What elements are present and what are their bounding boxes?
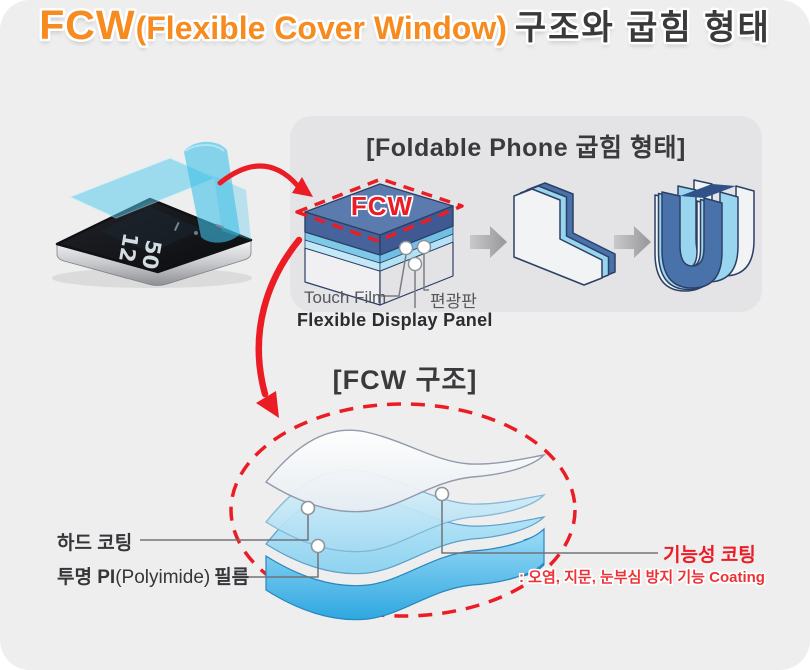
- label-functional-desc: : 오염, 지문, 눈부심 방지 기능 Coating: [519, 569, 765, 586]
- phone-screen-glare: [100, 207, 202, 253]
- pi-slab-front: [265, 527, 545, 621]
- phone-status-tick: [173, 221, 180, 231]
- protective-film-sheet: [69, 157, 217, 219]
- label-polarizer: 편광판: [430, 292, 477, 311]
- wavy-layer-stack: [264, 429, 547, 621]
- functional-coating-sheet: [264, 429, 547, 513]
- film-curl-highlight: [185, 144, 225, 152]
- film-on-screen: [214, 176, 251, 240]
- phone-status-dot: [194, 231, 198, 235]
- title-rest: 구조와 굽힘 형태: [514, 9, 771, 47]
- label-flexible-display-panel: Flexible Display Panel: [297, 310, 493, 330]
- label-pi-film-paren: (Polyimide): [115, 567, 211, 588]
- title-fcw: FCW: [39, 2, 136, 48]
- hard-coating-sheet: [265, 469, 546, 553]
- label-hard-coating: 하드 코팅: [57, 533, 133, 554]
- phone-screen: [55, 197, 253, 274]
- phone-shadow: [52, 268, 252, 288]
- phone-notification-light: [215, 223, 225, 229]
- title-paren: (Flexible Cover Window): [135, 10, 507, 46]
- label-pi-film: 투명 PI(Polyimide)필름: [57, 562, 249, 589]
- phone-illustration: 12 50: [52, 141, 253, 288]
- protective-film-curl: [184, 141, 240, 243]
- phone-clock-hour: 12: [114, 231, 143, 264]
- fcw-badge: FCW: [350, 191, 414, 221]
- label-pi-film-bold: 투명 PI: [57, 567, 116, 588]
- structure-callout-points: [300, 486, 450, 554]
- structure-heading: [FCW 구조]: [332, 365, 478, 395]
- fold-panel-heading: [Foldable Phone 굽힘 형태]: [366, 134, 686, 162]
- phone-clock-minute: 50: [137, 238, 166, 271]
- page-title: FCW(Flexible Cover Window)구조와 굽힘 형태: [0, 0, 810, 49]
- pi-slab-top: [265, 491, 546, 575]
- phone-body-edge: [56, 239, 252, 286]
- label-touch-film: Touch Film: [304, 288, 387, 307]
- label-pi-film-tail: 필름: [214, 567, 250, 588]
- label-functional-coating: 기능성 코팅: [663, 545, 756, 566]
